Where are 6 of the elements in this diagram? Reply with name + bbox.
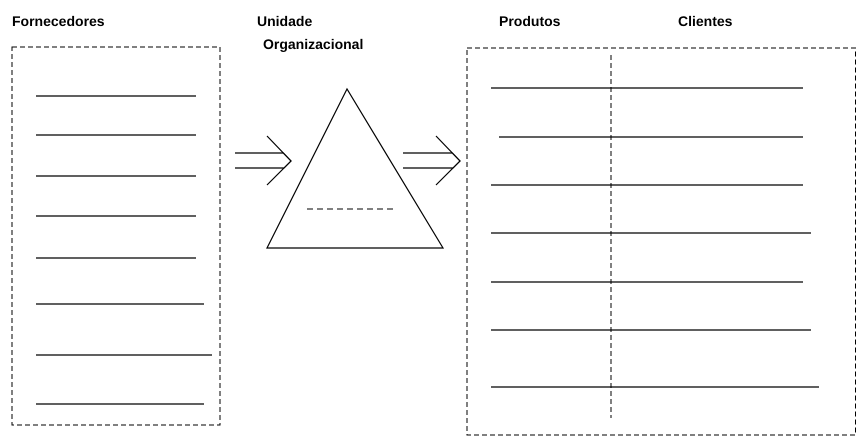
heading: Unidade Organizacional [257,12,364,54]
double-arrow [402,135,461,186]
heading: Fornecedores [12,13,105,30]
heading: Produtos [499,13,560,30]
heading: Clientes [678,13,732,30]
double-arrow [234,135,292,186]
